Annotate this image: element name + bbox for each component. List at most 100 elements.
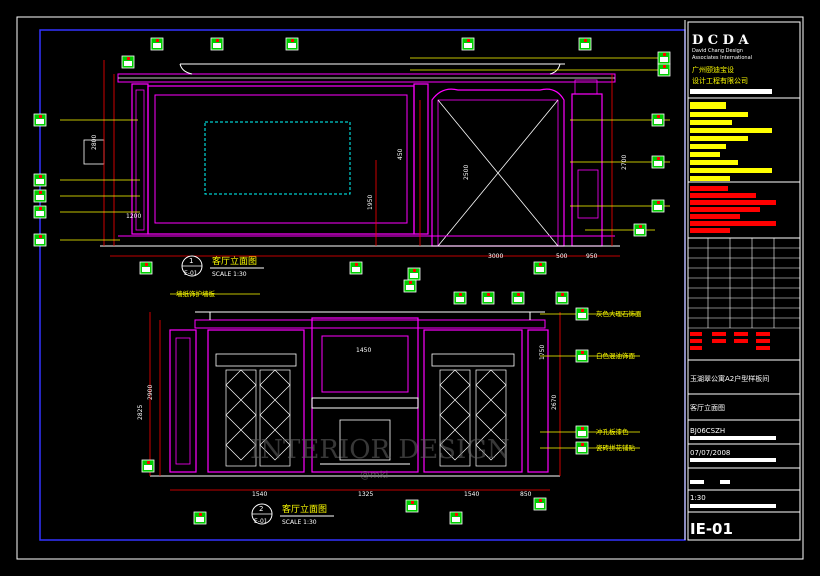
material-tag-icon <box>555 291 569 305</box>
material-tag-icon <box>651 155 665 169</box>
annotation: 灰色大理石饰面 <box>596 309 642 318</box>
material-tag-icon <box>575 349 589 363</box>
material-tag-icon <box>210 37 224 51</box>
view-title-1: 1 E-01 客厅立面图 SCALE 1:30 <box>181 255 264 278</box>
material-tag-icon <box>533 497 547 511</box>
view-number-2: 2 <box>259 505 263 513</box>
cornice-2 <box>194 319 546 329</box>
door-arch-frame <box>431 88 565 247</box>
side-cabinet-top <box>574 79 598 95</box>
door-x-2 <box>437 99 559 247</box>
dim-text: 450 <box>397 148 404 160</box>
dim-text: 1325 <box>358 491 373 498</box>
material-tag-icon <box>285 37 299 51</box>
dim-text: 1200 <box>126 213 141 220</box>
side-cabinet-shelf <box>577 169 599 219</box>
tv-recess <box>204 121 351 195</box>
material-tag-icon <box>349 261 363 275</box>
right-pilaster <box>413 83 429 235</box>
company-cn-1: 广州颐迪宝设 <box>692 65 734 74</box>
dimension-texts-top: 2800 2700 1200 2500 450 1950 3000 500 95… <box>91 135 628 260</box>
tv-wall-panel-outer <box>147 85 415 235</box>
material-tag-icon <box>33 173 47 187</box>
material-tag-icon <box>657 51 671 65</box>
dim-text: 500 <box>556 253 568 260</box>
drawing-scale: 1:30 <box>690 494 706 502</box>
left-pilaster <box>131 83 149 235</box>
fireplace-mantel <box>311 397 419 409</box>
drawing-name: 客厅立面图 <box>690 403 725 412</box>
left-wall-panel <box>169 329 197 473</box>
annotation: 墙纸饰护墙板 <box>176 289 216 298</box>
title-block-frame <box>687 21 801 541</box>
view-scale-2: SCALE 1:30 <box>282 519 317 526</box>
material-tag-icon <box>121 55 135 69</box>
dim-text: 850 <box>520 491 532 498</box>
material-tags <box>33 37 671 525</box>
view-title-2: 2 E-01 客厅立面图 SCALE 1:30 <box>251 503 334 526</box>
project-name: 玉湖翠公寓A2户型样板间 <box>690 374 769 383</box>
watermark: INTERIOR DESIGN <box>250 435 510 465</box>
view-number-1: 1 <box>189 257 193 265</box>
annotation: 冲孔板漆色 <box>596 427 629 436</box>
material-tag-icon <box>141 459 155 473</box>
material-tag-icon <box>405 499 419 513</box>
left-wall-panel-inner <box>175 337 191 465</box>
left-cabinet-doors <box>225 369 291 467</box>
dim-text: 2825 <box>137 405 144 420</box>
view-title-text-1: 客厅立面图 <box>212 255 257 267</box>
dim-text: 1450 <box>356 347 371 354</box>
material-tag-icon <box>150 37 164 51</box>
material-tag-icon <box>33 113 47 127</box>
material-tag-icon <box>33 233 47 247</box>
fireplace-mirror <box>321 335 409 393</box>
material-tag-icon <box>533 261 547 275</box>
material-tag-icon <box>657 63 671 77</box>
view-scale-1: SCALE 1:30 <box>212 271 247 278</box>
sheet-number: IE-01 <box>690 520 733 538</box>
material-tag-icon <box>33 189 47 203</box>
dim-text: 1540 <box>252 491 267 498</box>
material-tag-icon <box>575 425 589 439</box>
right-wall-panel <box>527 329 549 473</box>
watermark-sub: @mkl <box>360 470 388 481</box>
material-tag-icon <box>511 291 525 305</box>
dim-text: 1540 <box>464 491 479 498</box>
material-tag-icon <box>633 223 647 237</box>
material-tag-icon <box>407 267 421 281</box>
material-tag-icon <box>575 441 589 455</box>
annotation-texts: 墙纸饰护墙板 灰色大理石饰面 白色混油饰面 冲孔板漆色 瓷砖拼花铺贴 <box>176 289 642 452</box>
dim-text: 2700 <box>621 155 628 170</box>
material-tag-icon <box>403 279 417 293</box>
company-cn-2: 设计工程有限公司 <box>692 76 748 85</box>
fireplace-frame <box>311 317 419 473</box>
annotation: 瓷砖拼花铺贴 <box>596 443 636 452</box>
company-en-1: David Chang Design <box>692 48 743 54</box>
material-tag-icon <box>193 511 207 525</box>
material-tag-icon <box>481 291 495 305</box>
material-tag-icon <box>578 37 592 51</box>
drawing-date: 07/07/2008 <box>690 449 730 457</box>
material-tag-icon <box>461 37 475 51</box>
elevation-2 <box>149 293 640 491</box>
title-block: D C D A David Chang Design Associates In… <box>687 21 801 541</box>
cornice-2-detail <box>209 312 531 320</box>
dim-text: 3000 <box>488 253 503 260</box>
right-cabinet <box>423 329 523 473</box>
material-tag-icon <box>449 511 463 525</box>
left-cabinet <box>207 329 305 473</box>
company-en-2: Associates International <box>692 55 752 61</box>
dim-text: 2900 <box>147 385 154 400</box>
right-cabinet-top <box>431 353 515 367</box>
logo: D C D A <box>692 33 749 48</box>
dim-text: 1950 <box>367 195 374 210</box>
leaders-top <box>60 57 670 241</box>
left-pilaster-inner <box>135 89 145 231</box>
dim-text: 2670 <box>551 395 558 410</box>
elevation-1 <box>60 57 670 257</box>
material-tag-icon <box>651 199 665 213</box>
dim-text: 1750 <box>539 345 546 360</box>
material-tag-icon <box>139 261 153 275</box>
material-tag-icon <box>651 113 665 127</box>
